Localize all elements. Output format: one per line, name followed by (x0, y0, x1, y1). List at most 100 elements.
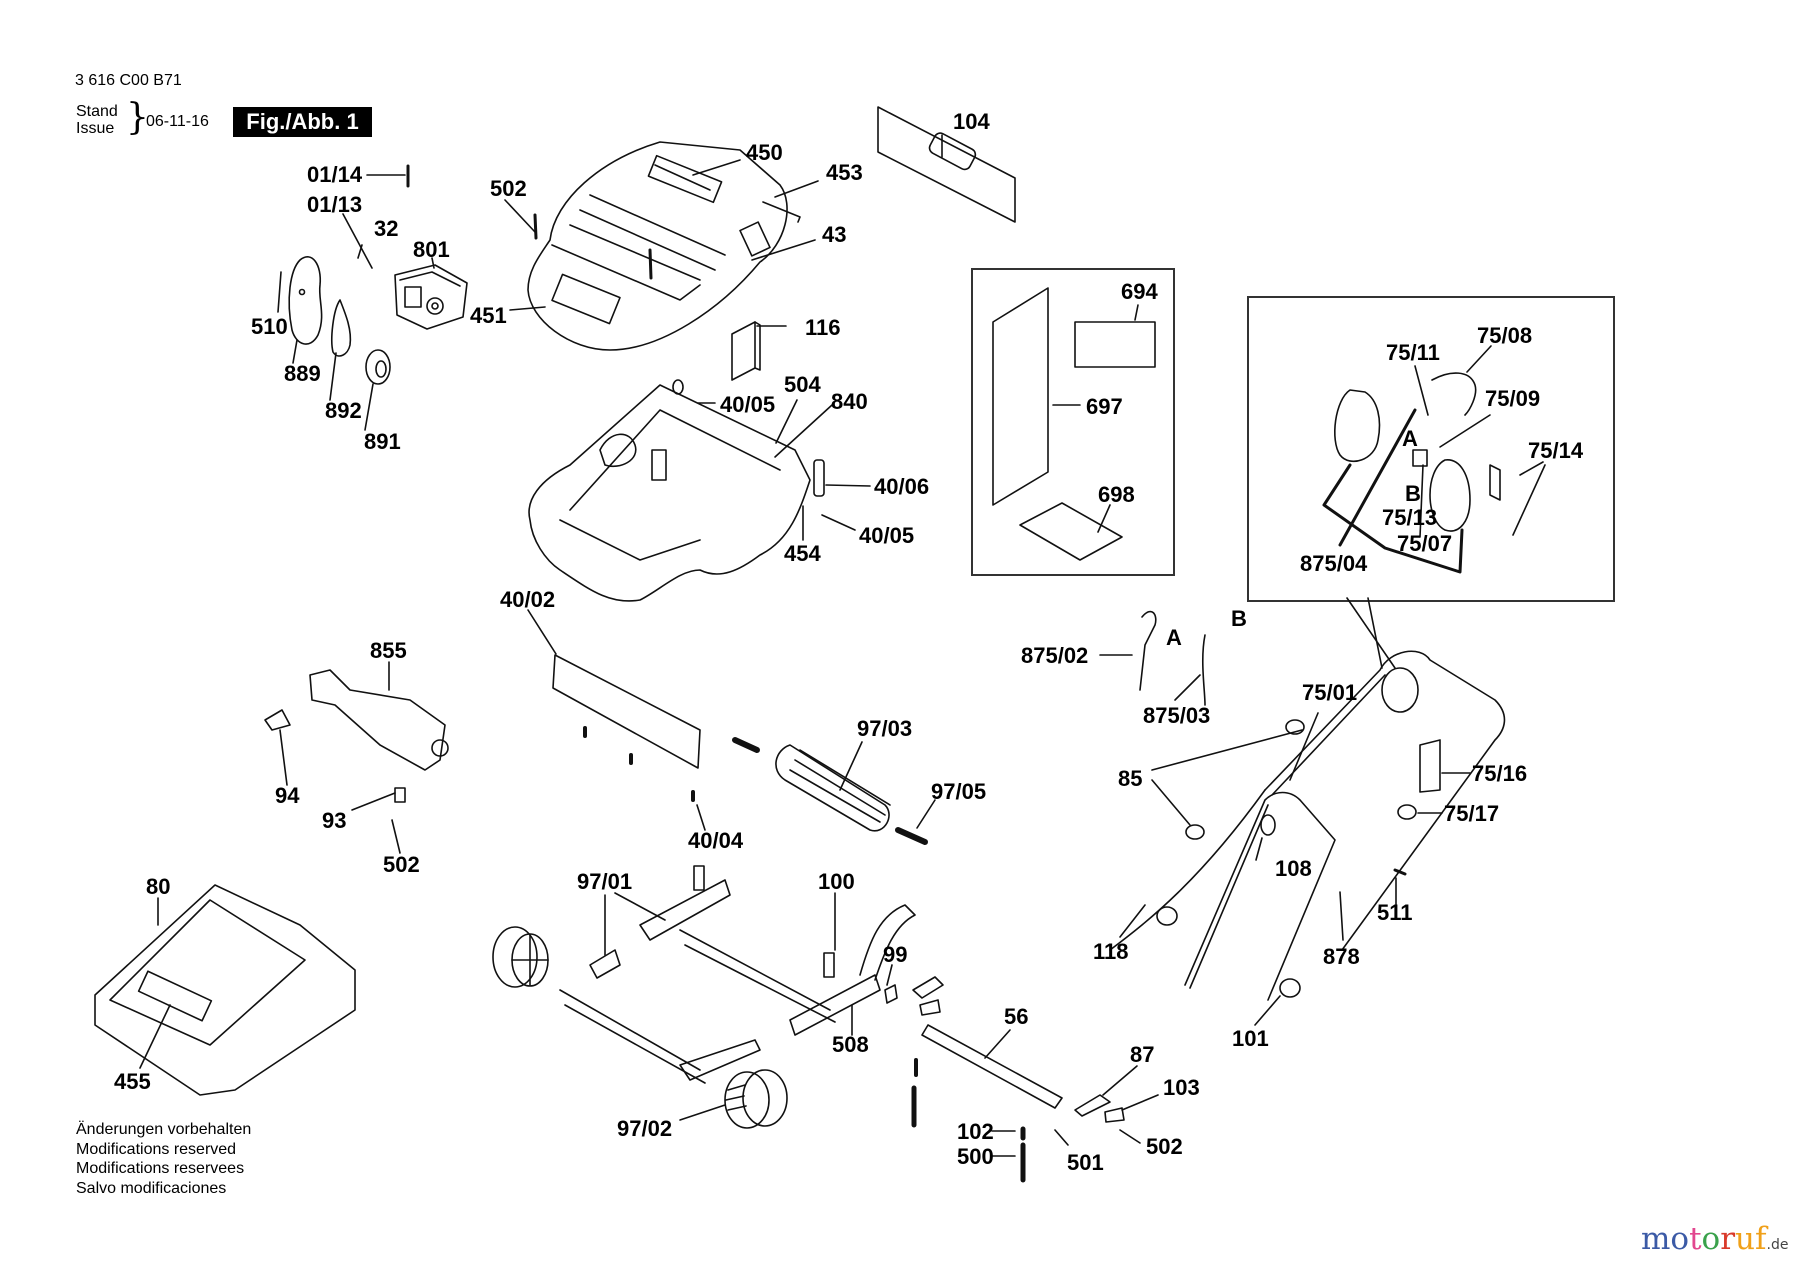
part-450-label (655, 165, 710, 190)
leader-451 (510, 307, 545, 310)
callout-101: 101 (1232, 1026, 1269, 1051)
leader-103 (1122, 1095, 1158, 1110)
part-number: 3 616 C00 B71 (75, 72, 182, 89)
switch-detail-box (1247, 296, 1615, 602)
part-875-02-cable (1140, 612, 1156, 690)
part-97-03-roller (776, 745, 890, 831)
callout-75-09: 75/09 (1485, 386, 1541, 411)
leader-504 (776, 400, 797, 443)
leader-40-05-b (822, 515, 855, 530)
leader-85-b (1152, 780, 1190, 825)
callout-75-17: 75/17 (1444, 801, 1500, 826)
leader-840 (775, 405, 832, 457)
part-97-01-axle-frame (560, 880, 880, 1083)
part-878-lower-handle (1185, 793, 1335, 1001)
leader-75-09 (1440, 415, 1490, 447)
callout-502-mid: 502 (383, 852, 420, 877)
part-40-02-plate (553, 655, 700, 768)
wm-letter: r (1720, 1221, 1736, 1257)
callout-40-06: 40/06 (874, 474, 930, 499)
callout-75-07: 75/07 (1397, 531, 1453, 556)
callout-100: 100 (818, 869, 855, 894)
callout-97-03: 97/03 (857, 716, 913, 741)
callout-875-02: 875/02 (1021, 643, 1089, 668)
callout-75-11: 75/11 (1386, 340, 1440, 365)
leader-878 (1340, 892, 1343, 940)
part-87-bracket (1075, 1095, 1110, 1116)
part-switch-module (1413, 450, 1427, 466)
callout-32: 32 (374, 216, 399, 241)
part-889-belt-cover (289, 257, 321, 344)
leader-118 (1120, 905, 1145, 937)
callout-698: 698 (1098, 482, 1135, 507)
part-cable (1110, 790, 1265, 950)
part-75-14-clip (1490, 465, 1500, 500)
part-75-17-nut (1398, 805, 1416, 819)
callout-97-02: 97/02 (617, 1116, 673, 1141)
leader-94 (280, 730, 287, 785)
part-108-cap (1261, 815, 1275, 835)
part-451-label (552, 274, 620, 323)
issue-label: Issue (76, 120, 115, 137)
callout-104: 104 (953, 109, 990, 134)
note-fr: Modifications reservees (76, 1160, 245, 1177)
callout-801: 801 (413, 237, 450, 262)
part-spring (694, 866, 704, 890)
callout-01-13: 01/13 (307, 192, 363, 217)
leader-97-01-b (615, 893, 665, 920)
callout-500: 500 (957, 1144, 994, 1169)
part-697-manual (993, 288, 1048, 505)
callout-875-03: 875/03 (1143, 703, 1211, 728)
callout-891: 891 (364, 429, 401, 454)
part-height-lever (860, 905, 915, 980)
leader-97-02 (680, 1105, 725, 1120)
callout-85: 85 (1118, 766, 1143, 791)
leader-694 (1135, 305, 1138, 320)
part-511-screw (1395, 870, 1405, 874)
part-504-bushing (673, 380, 683, 394)
callout-889: 889 (284, 361, 321, 386)
part-01-14-screw (367, 166, 408, 186)
leader-75-11 (1415, 366, 1428, 415)
part-rear-wheel (493, 927, 548, 987)
callout-A: A (1166, 625, 1182, 650)
figure-label: Fig./Abb. 1 (233, 107, 372, 137)
brace-glyph: } (126, 97, 149, 138)
stand-issue-label: Stand Issue (76, 103, 118, 137)
leader-93 (352, 793, 395, 810)
leader-892 (330, 353, 336, 400)
note-de: Änderungen vorbehalten (76, 1121, 252, 1138)
leader-40-04 (697, 805, 705, 830)
callout-56: 56 (1004, 1004, 1029, 1029)
modification-notes: Änderungen vorbehalten Modifications res… (76, 1120, 251, 1198)
callout-103: 103 (1163, 1075, 1200, 1100)
leader-698 (1098, 505, 1110, 532)
callout-B: B (1231, 606, 1247, 631)
callout-97-01: 97/01 (577, 869, 633, 894)
callout-455: 455 (114, 1069, 151, 1094)
callout-93: 93 (322, 808, 347, 833)
part-104-rear-flap (878, 107, 1015, 222)
leader-75-08 (1467, 346, 1491, 372)
leader-detail-b (1368, 598, 1382, 668)
callout-108: 108 (1275, 856, 1312, 881)
leader-43 (752, 240, 815, 260)
leader-56 (985, 1030, 1010, 1058)
wm-letter: u (1735, 1221, 1756, 1257)
part-502-screw (535, 215, 536, 238)
leader-502-bot (1120, 1130, 1140, 1143)
part-40-06-spring (814, 460, 824, 496)
label-450-area (648, 156, 721, 203)
leader-99 (887, 965, 892, 985)
callout-697: 697 (1086, 394, 1123, 419)
callout-451: 451 (470, 303, 507, 328)
motoruf-watermark-logo: motoruf.de (1641, 1222, 1788, 1262)
callout-99: 99 (883, 942, 908, 967)
part-94-clip (265, 710, 290, 730)
part-80-grass-bag (95, 885, 355, 1095)
callout-502-top: 502 (490, 176, 527, 201)
part-75-08-lever (1432, 373, 1476, 415)
part-97-02-wheel (725, 1070, 787, 1128)
part-56-rear-bar (922, 1025, 1062, 1108)
callout-878: 878 (1323, 944, 1360, 969)
